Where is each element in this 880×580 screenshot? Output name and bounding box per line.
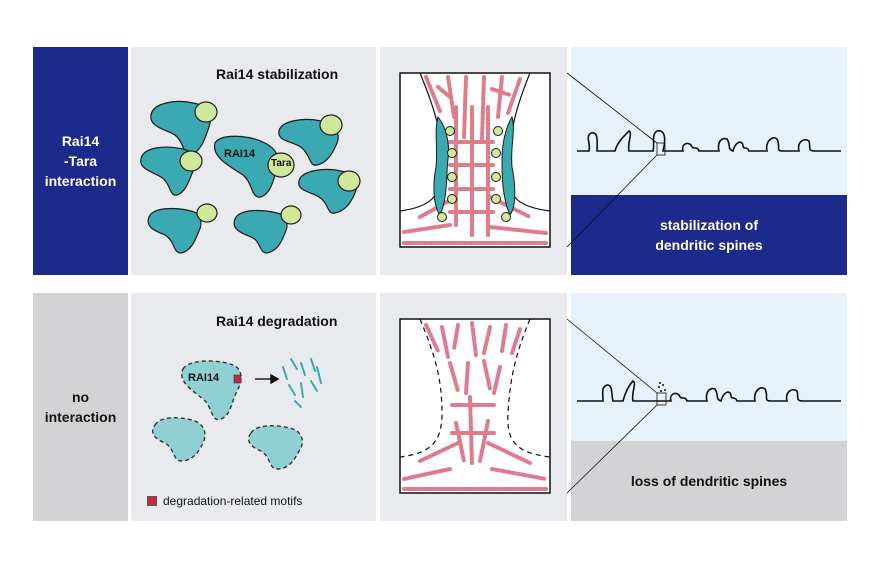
row1-spine-closeup (399, 72, 551, 248)
rai14-lining (433, 115, 516, 216)
motif-legend-swatch (147, 496, 157, 506)
degradation-motif (233, 374, 242, 384)
row1-label-panel: Rai14 -Tara interaction (33, 47, 128, 275)
disrupted-actin (402, 321, 548, 491)
rai14-label-row2: RAI14 (188, 372, 220, 384)
row1-outcome: stabilization of dendritic spines (571, 195, 847, 275)
legend-text: degradation-related motifs (163, 494, 303, 508)
row2-label: no interaction (44, 389, 117, 425)
degradation-arrow (255, 373, 280, 385)
rai14-tara-complex-1 (150, 100, 218, 156)
spine-fragments (658, 382, 666, 392)
rai14-label-row1: RAI14 (224, 148, 256, 160)
row2-outcome: loss of dendritic spines (571, 441, 847, 521)
row2-protein-illustration (151, 358, 322, 470)
degraded-rai14-shapes (151, 360, 304, 470)
row2-spine-closeup (399, 318, 551, 494)
row2-title: Rai14 degradation (216, 313, 338, 329)
rai14-tara-complex-central (213, 135, 295, 198)
legend: degradation-related motifs (147, 494, 302, 508)
rai14-tara-complex-4 (298, 168, 361, 214)
tara-label: Tara (271, 158, 292, 169)
row2-label-panel: no interaction (33, 293, 128, 521)
rai14-tara-complex-5 (147, 203, 218, 254)
rai14-tara-complex-2 (278, 114, 343, 166)
peptide-fragments (282, 358, 322, 408)
rai14-tara-complex-3 (140, 146, 203, 196)
row1-title: Rai14 stabilization (216, 66, 339, 82)
row2-dendrite-panel (571, 293, 847, 441)
row1-protein-illustration (140, 100, 361, 254)
row2-dendrite-illustration (566, 318, 841, 494)
row1-dendrite-panel (571, 47, 847, 195)
row1-label: Rai14 -Tara interaction (44, 133, 117, 189)
tara-dots (437, 126, 511, 222)
row2-protein-panel (131, 293, 376, 521)
row1-dendrite-illustration (566, 72, 841, 248)
actin-filaments (402, 75, 548, 245)
rai14-tara-complex-6 (233, 205, 302, 254)
